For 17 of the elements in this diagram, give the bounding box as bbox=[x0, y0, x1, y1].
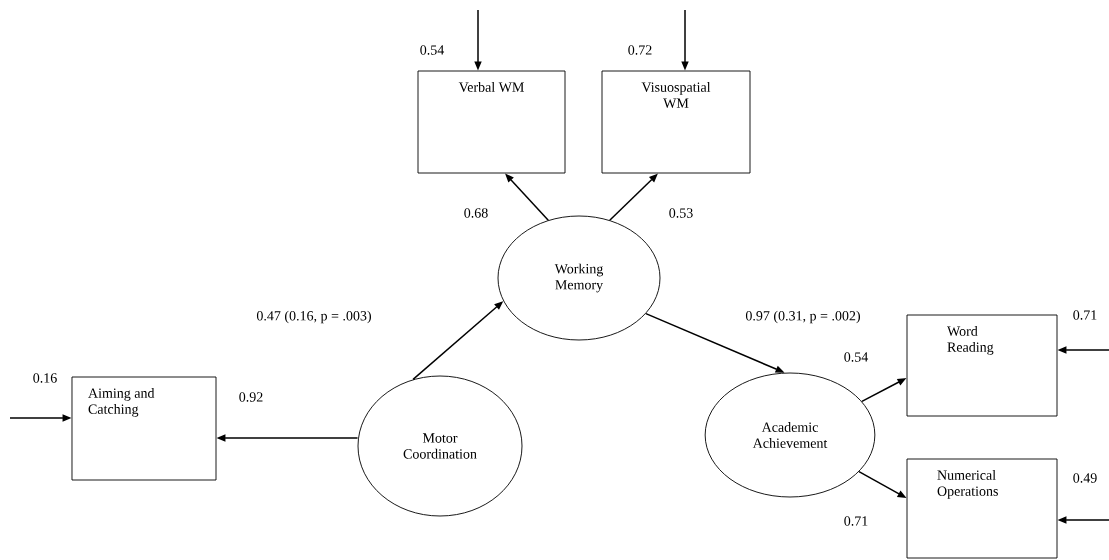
variable-box: Aiming and Catching bbox=[71, 376, 217, 481]
error-variance: 0.54 bbox=[420, 45, 445, 55]
variable-box: Visuospatial WM bbox=[601, 70, 751, 174]
error-variance: 0.16 bbox=[33, 373, 57, 383]
path-coefficient: 0.97 (0.31, p = .002) bbox=[744, 309, 862, 325]
path-coefficient: 0.54 bbox=[842, 351, 870, 363]
variable-box: Numerical Operations bbox=[906, 458, 1058, 559]
path-coefficient: 0.71 bbox=[842, 515, 870, 527]
variable-box: Verbal WM bbox=[417, 70, 566, 174]
error-variance: 0.49 bbox=[1073, 473, 1097, 483]
path-coefficient: 0.53 bbox=[667, 207, 695, 219]
path-coefficient: 0.68 bbox=[462, 207, 490, 219]
error-variance: 0.71 bbox=[1073, 310, 1097, 320]
error-variance: 0.72 bbox=[628, 45, 652, 55]
path-coefficient: 0.92 bbox=[237, 391, 265, 403]
path-coefficient: 0.47 (0.16, p = .003) bbox=[255, 309, 373, 325]
variable-box: Word Reading bbox=[906, 314, 1058, 417]
